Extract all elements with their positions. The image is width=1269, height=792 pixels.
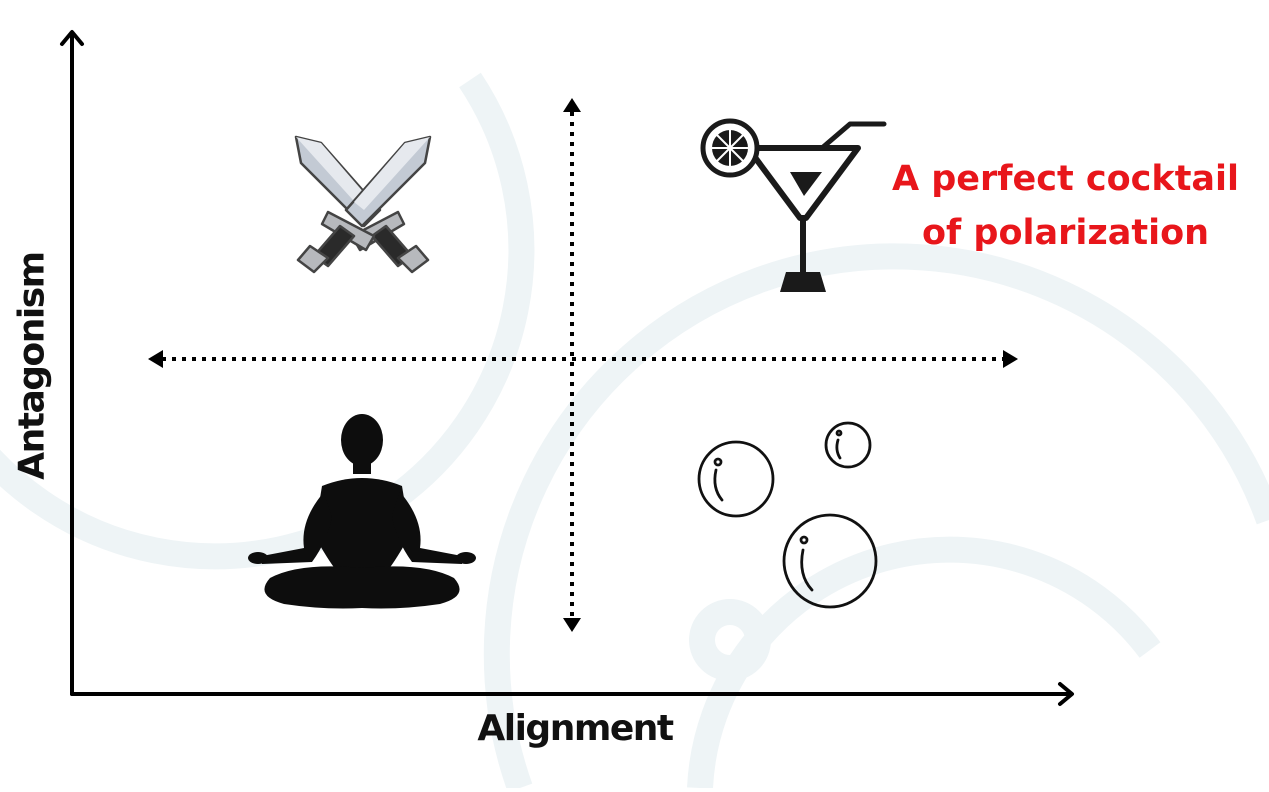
bubbles-icon bbox=[697, 421, 878, 609]
sword-right-icon bbox=[296, 135, 432, 274]
crossed-swords-icon bbox=[294, 135, 432, 274]
horizontal-divider-right-arrowhead bbox=[1003, 350, 1018, 368]
vertical-divider-bottom-arrowhead bbox=[563, 618, 581, 632]
bubble-large-icon bbox=[697, 440, 775, 518]
y-axis-arrowhead bbox=[60, 30, 84, 46]
callout-line-1: A perfect cocktail bbox=[891, 159, 1240, 199]
cocktail-glass-icon bbox=[700, 118, 887, 292]
callout-line-2: of polarization bbox=[921, 213, 1210, 253]
bubble-small-icon bbox=[824, 421, 872, 469]
horizontal-divider-left-arrowhead bbox=[148, 350, 163, 368]
vertical-divider-top-arrowhead bbox=[563, 98, 581, 112]
meditation-figure-icon bbox=[248, 414, 476, 609]
x-axis-label: Alignment bbox=[477, 708, 674, 749]
y-axis-label: Antagonism bbox=[11, 252, 53, 480]
polarization-callout: A perfect cocktail of polarization bbox=[868, 152, 1263, 260]
x-axis-arrowhead bbox=[1058, 682, 1074, 706]
main-axes bbox=[60, 30, 1074, 706]
bubble-xlarge-icon bbox=[782, 513, 878, 609]
quadrant-dividers bbox=[148, 98, 1018, 632]
